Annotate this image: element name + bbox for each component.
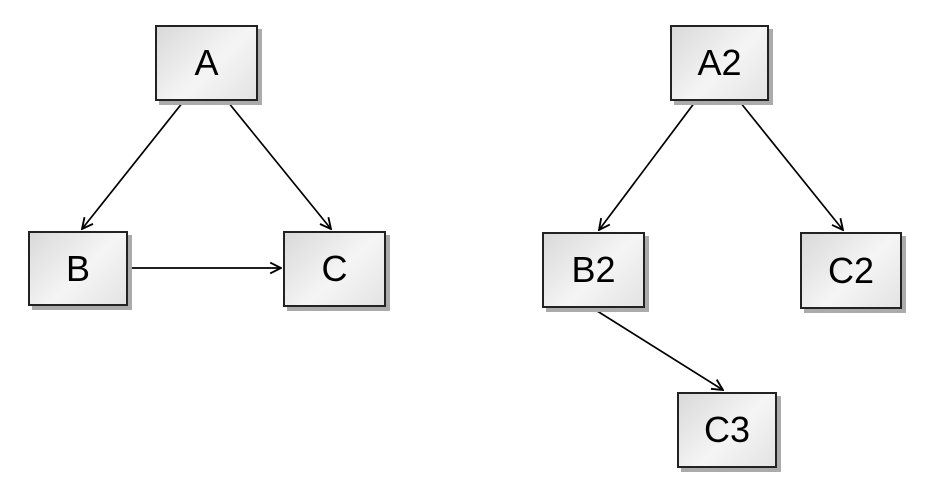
node-label-B: B [65, 247, 90, 289]
node-B2[interactable]: B2 [542, 232, 645, 308]
node-label-C3: C3 [703, 409, 751, 450]
node-C2[interactable]: C2 [800, 232, 902, 309]
node-C3[interactable]: C3 [677, 392, 777, 468]
node-label-A: A [194, 42, 219, 83]
node-label-A2: A2 [697, 42, 742, 83]
edge-B2-to-C3 [593, 308, 723, 390]
edge-group [82, 101, 843, 390]
edge-A-to-C [227, 101, 331, 229]
node-label-B2: B2 [571, 249, 616, 290]
node-B[interactable]: B [28, 231, 128, 306]
edge-A2-to-C2 [739, 101, 843, 230]
node-A2[interactable]: A2 [670, 25, 769, 101]
node-label-C2: C2 [827, 249, 875, 291]
node-A[interactable]: A [155, 25, 258, 101]
edge-A-to-B [82, 101, 184, 229]
node-label-C: C [321, 248, 348, 289]
node-C[interactable]: C [283, 231, 386, 307]
edge-A2-to-B2 [599, 101, 696, 230]
